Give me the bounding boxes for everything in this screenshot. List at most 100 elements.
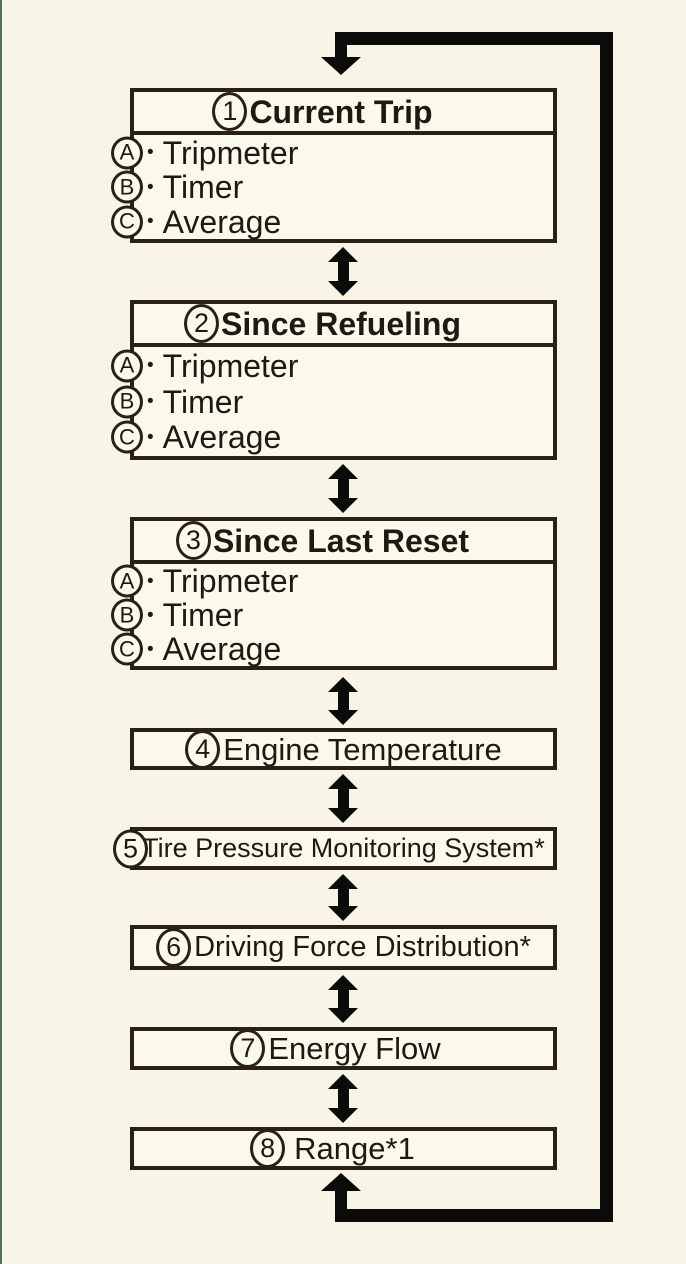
bullet-icon: •: [147, 176, 154, 198]
menu-node-tire-pressure-monitoring-system: 5 Tire Pressure Monitoring System*: [113, 827, 557, 870]
sub-item-letter-badge: C: [111, 632, 143, 666]
sub-item-tripmeter: A • Tripmeter: [111, 347, 553, 384]
bullet-icon: •: [147, 604, 154, 626]
arrowhead-up-icon: [328, 247, 358, 262]
cycle-stub-top: [335, 44, 347, 58]
node-number-badge: 6: [156, 928, 192, 967]
sub-item-letter-badge: A: [111, 349, 143, 383]
sub-item-label: Average: [162, 631, 282, 667]
node-number-badge: 2: [183, 304, 219, 343]
sub-item-label: Tripmeter: [162, 347, 299, 384]
bullet-icon: •: [147, 391, 154, 412]
node-number-badge: 3: [175, 521, 211, 560]
sub-item-average: C • Average: [111, 203, 553, 240]
node-number-badge: 7: [230, 1029, 266, 1068]
arrowhead-down-icon: [328, 808, 358, 823]
arrowhead-up-icon: [328, 874, 358, 889]
arrowhead-down-icon: [328, 1108, 358, 1123]
sub-item-letter-badge: C: [111, 205, 143, 238]
arrow-shaft: [337, 692, 349, 710]
sub-item-letter-badge: B: [111, 385, 143, 418]
sub-item-average: C • Average: [111, 631, 553, 667]
arrow-shaft: [337, 789, 349, 808]
arrowhead-up-icon: [321, 1173, 361, 1191]
arrowhead-down-icon: [328, 710, 358, 725]
arrowhead-up-icon: [328, 464, 358, 479]
cycle-line-top: [335, 32, 613, 45]
node-title: Current Trip: [249, 93, 433, 130]
arrowhead-down-icon: [321, 57, 361, 75]
bullet-icon: •: [147, 570, 154, 592]
node-number-badge: 8: [250, 1129, 286, 1168]
arrow-shaft: [337, 1089, 349, 1108]
node-title: Since Last Reset: [212, 522, 470, 559]
menu-node-current-trip: 1 Current Trip A • Tripmeter B • Timer C…: [111, 88, 557, 243]
bullet-icon: •: [147, 211, 154, 232]
left-edge-accent-line: [0, 0, 2, 1264]
sub-item-timer: B • Timer: [111, 169, 553, 205]
menu-node-since-refueling: 2 Since Refueling A • Tripmeter B • Time…: [111, 300, 557, 460]
sub-item-label: Timer: [162, 169, 244, 205]
sub-item-letter-badge: B: [111, 598, 143, 632]
sub-item-label: Tripmeter: [162, 563, 299, 599]
arrow-shaft: [337, 990, 349, 1008]
node-body: A • Tripmeter B • Timer C • Average: [111, 347, 553, 456]
cycle-stub-bottom: [335, 1191, 347, 1210]
node-number-badge: 1: [212, 92, 248, 131]
bidirectional-arrow-4-5: [328, 774, 358, 823]
node-title: Tire Pressure Monitoring System*: [142, 833, 545, 863]
menu-node-energy-flow: 7 Energy Flow: [130, 1027, 557, 1070]
node-title: Engine Temperature: [223, 731, 502, 767]
arrowhead-up-icon: [328, 975, 358, 990]
node-body: A • Tripmeter B • Timer C • Average: [111, 134, 553, 240]
arrowhead-up-icon: [328, 677, 358, 692]
arrowhead-down-icon: [328, 498, 358, 513]
bidirectional-arrow-7-8: [328, 1074, 358, 1123]
arrow-shaft: [337, 889, 349, 906]
node-header: 2 Since Refueling: [134, 304, 553, 347]
sub-item-letter-badge: B: [111, 170, 143, 204]
bullet-icon: •: [147, 355, 154, 377]
arrowhead-down-icon: [328, 1008, 358, 1023]
sub-item-letter-badge: A: [111, 136, 143, 169]
node-number-badge: 4: [185, 729, 221, 769]
sub-item-timer: B • Timer: [111, 597, 553, 633]
bullet-icon: •: [147, 142, 154, 163]
node-title: Energy Flow: [268, 1031, 441, 1066]
menu-node-driving-force-distribution: 6 Driving Force Distribution*: [130, 925, 557, 970]
bidirectional-arrow-5-6: [328, 874, 358, 921]
node-title: Since Refueling: [220, 305, 462, 342]
sub-item-average: C • Average: [111, 419, 553, 456]
node-title: Driving Force Distribution*: [194, 931, 531, 963]
menu-node-since-last-reset: 3 Since Last Reset A • Tripmeter B • Tim…: [111, 517, 557, 670]
sub-item-tripmeter: A • Tripmeter: [111, 134, 553, 171]
arrowhead-up-icon: [328, 774, 358, 789]
sub-item-label: Timer: [162, 383, 244, 420]
sub-item-timer: B • Timer: [111, 383, 553, 420]
sub-item-label: Tripmeter: [162, 134, 299, 171]
node-header: 1 Current Trip: [134, 92, 553, 135]
sub-item-letter-badge: C: [111, 420, 143, 454]
cycle-line-bottom: [335, 1209, 613, 1222]
bidirectional-arrow-2-3: [328, 464, 358, 513]
arrowhead-down-icon: [328, 906, 358, 921]
sub-item-label: Average: [162, 419, 282, 456]
node-title: Range*1: [294, 1131, 415, 1166]
cycle-line-right: [600, 32, 613, 1222]
arrowhead-up-icon: [328, 1074, 358, 1089]
bidirectional-arrow-6-7: [328, 975, 358, 1023]
sub-item-label: Timer: [162, 597, 244, 633]
bidirectional-arrow-3-4: [328, 677, 358, 725]
sub-item-label: Average: [162, 203, 282, 240]
node-number-badge: 5: [113, 829, 148, 868]
node-header: 3 Since Last Reset: [134, 521, 553, 564]
bidirectional-arrow-1-2: [328, 247, 358, 296]
sub-item-tripmeter: A • Tripmeter: [111, 563, 553, 599]
arrow-shaft: [337, 479, 349, 498]
menu-node-engine-temperature: 4 Engine Temperature: [130, 728, 557, 770]
arrowhead-down-icon: [328, 281, 358, 296]
arrow-shaft: [337, 262, 349, 281]
menu-node-range: 8 Range*1: [130, 1127, 557, 1170]
bullet-icon: •: [147, 638, 154, 660]
